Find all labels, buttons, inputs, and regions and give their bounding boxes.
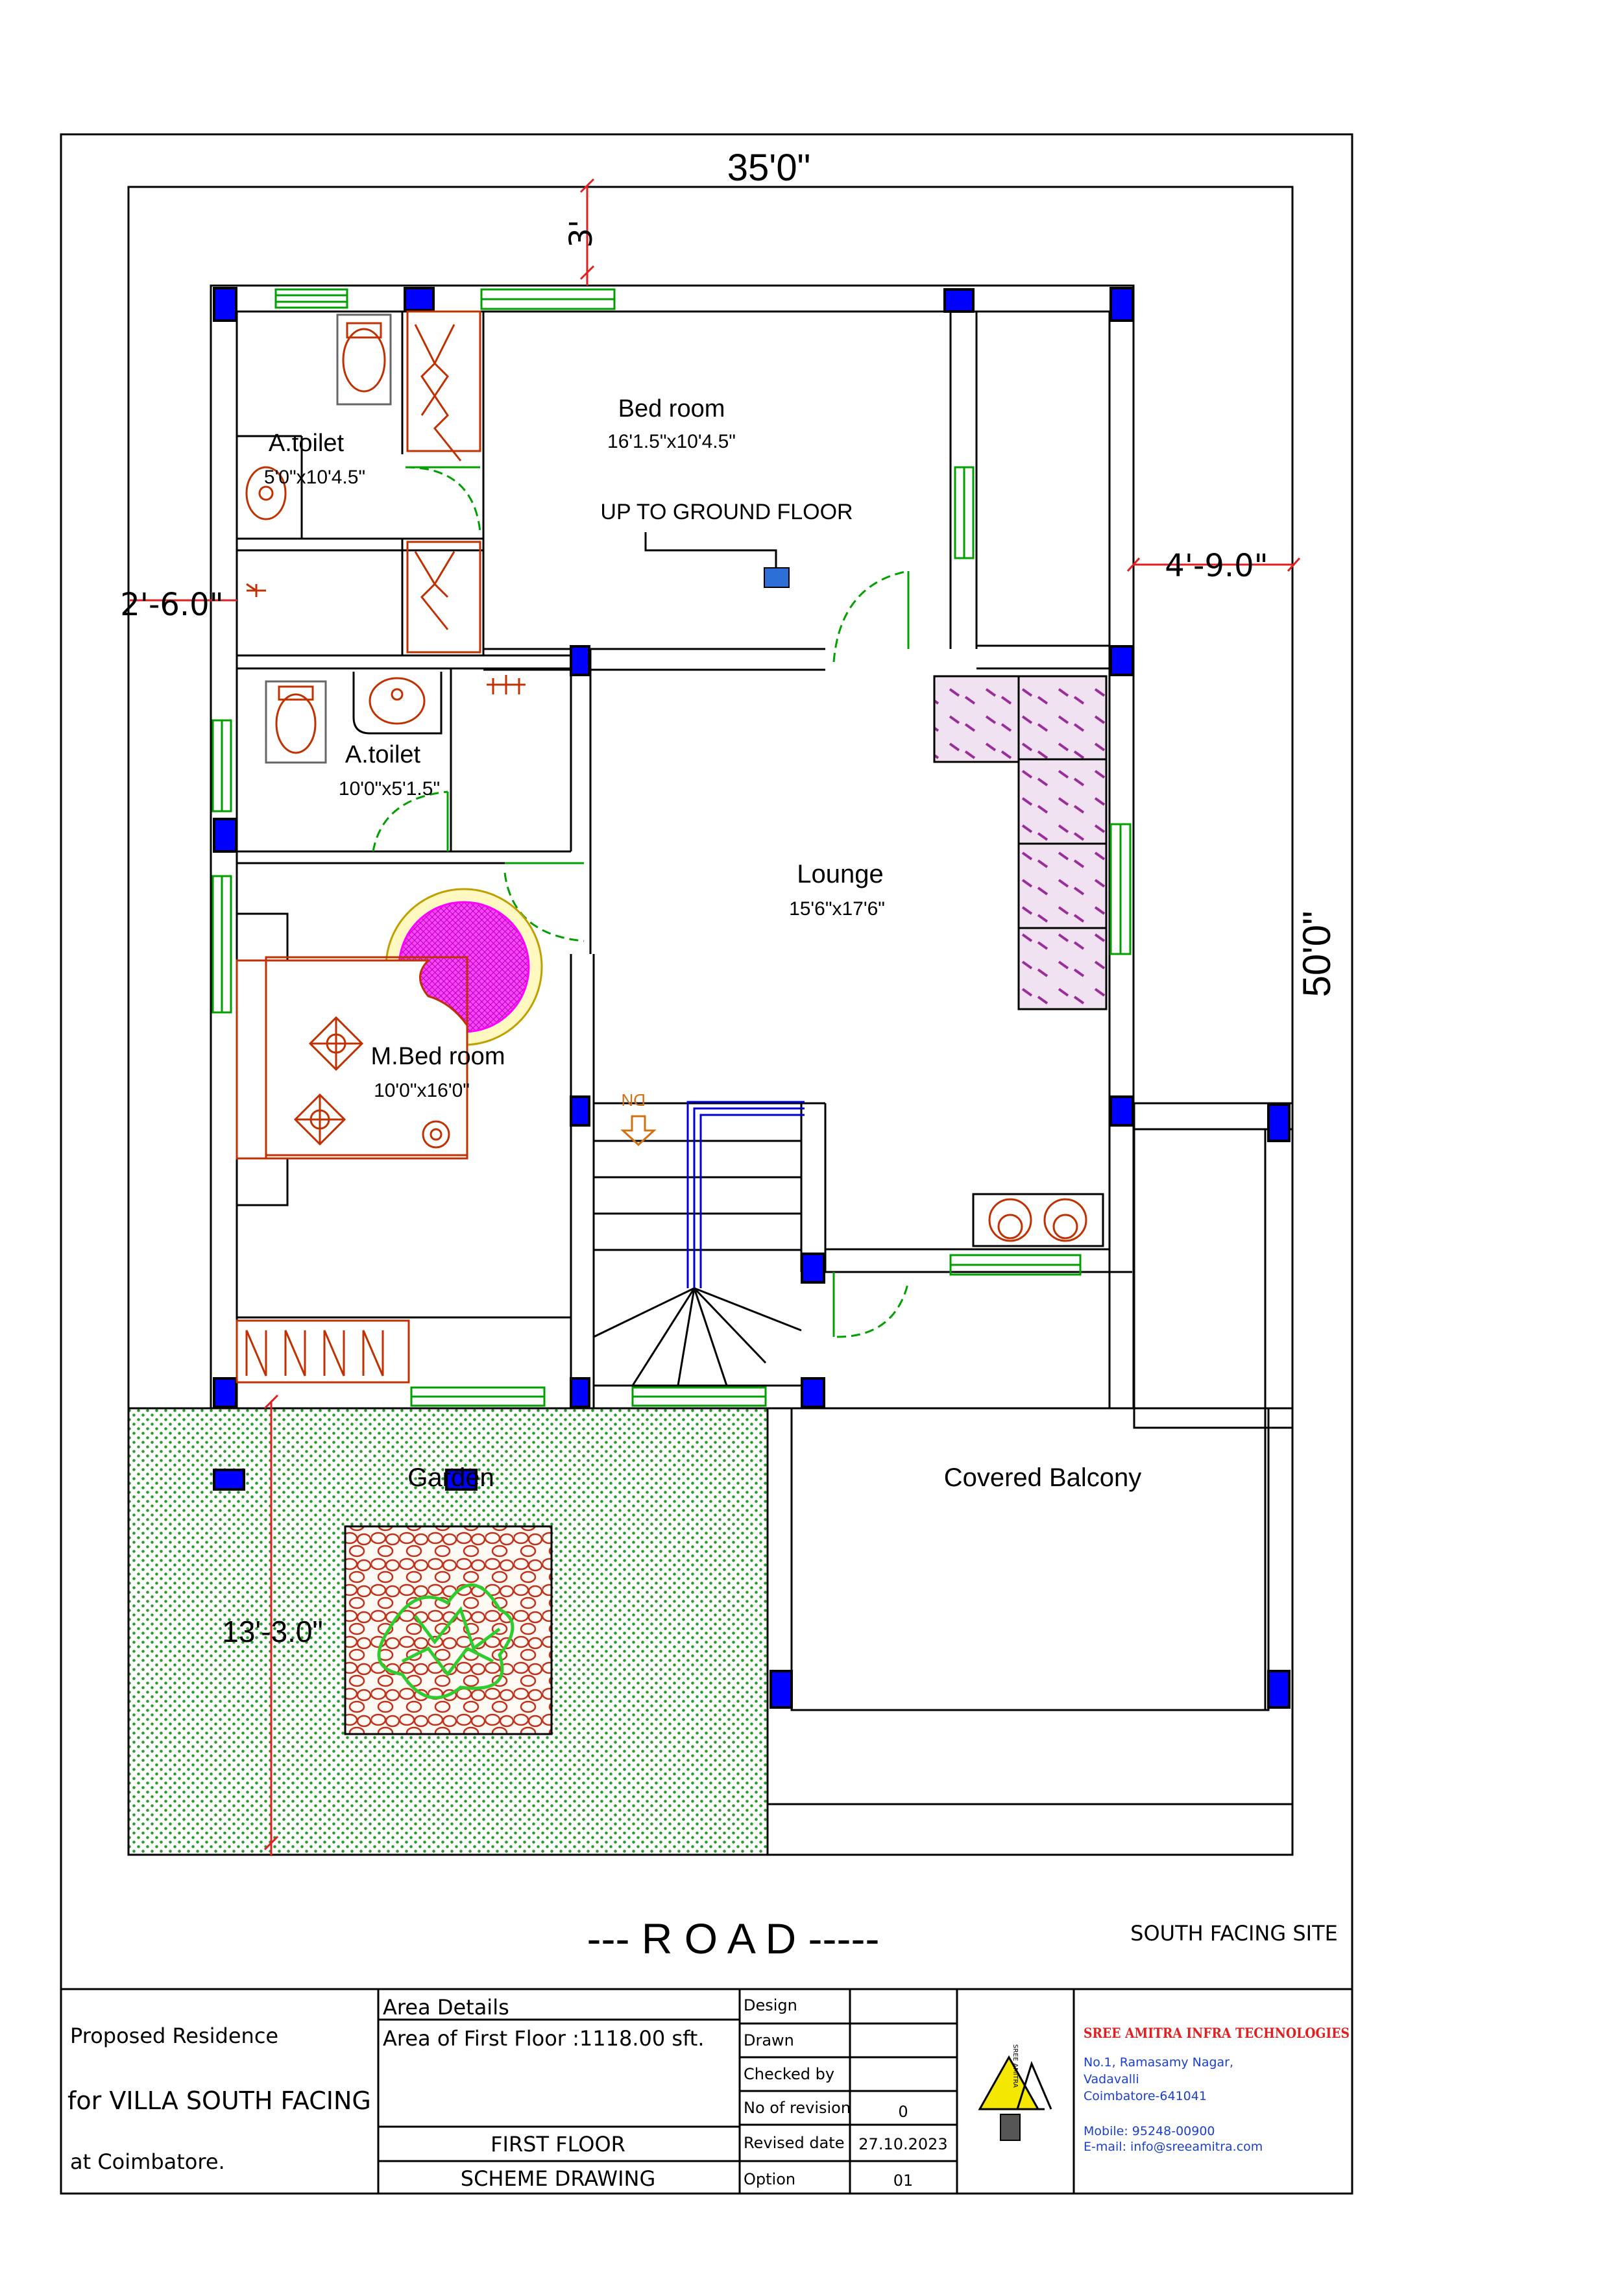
company-address-1: No.1, Ramasamy Nagar, <box>1084 2055 1233 2070</box>
garden-label: Garden <box>407 1463 494 1492</box>
windows <box>212 288 1132 1407</box>
walls <box>210 284 1135 1410</box>
toilet-fixtures <box>245 313 526 764</box>
stair-dn-label: DN <box>621 1090 646 1110</box>
lounge-tile-pattern <box>933 675 1108 1010</box>
bedroom-label: Bed room <box>618 395 725 422</box>
field-checked-label: Checked by <box>744 2065 834 2083</box>
pebble-bed <box>344 1525 553 1735</box>
front-setback-dimension: 3' <box>563 219 600 248</box>
company-email: E-mail: info@sreeamitra.com <box>1084 2140 1263 2154</box>
toilet1-size: 5'0"x10'4.5" <box>264 467 365 488</box>
area-value: Area of First Floor :1118.00 sft. <box>383 2026 705 2051</box>
field-revised-date-label: Revised date <box>744 2134 844 2152</box>
columns <box>213 287 1291 1709</box>
depth-dimension: 50'0" <box>1295 911 1339 997</box>
field-option-value: 01 <box>893 2171 914 2190</box>
toilet2-label: A.toilet <box>345 741 421 768</box>
stair-handrail <box>686 1101 805 1288</box>
field-drawn-label: Drawn <box>744 2031 794 2049</box>
drawing-type-label: SCHEME DRAWING <box>461 2166 655 2191</box>
company-mobile: Mobile: 95248-00900 <box>1084 2124 1215 2138</box>
covered-balcony <box>766 1102 1294 1805</box>
staircase <box>592 1140 802 1387</box>
floor-label: FIRST FLOOR <box>491 2132 625 2157</box>
company-logo <box>978 2055 1052 2141</box>
field-revision-label: No of revision <box>744 2099 851 2117</box>
road-label: --- R O A D ----- <box>587 1914 880 1962</box>
area-heading: Area Details <box>383 1995 509 2020</box>
shrub-icon <box>377 1583 515 1700</box>
project-line-3: at Coimbatore. <box>70 2149 225 2174</box>
side-gap-dimension: 4'-9.0" <box>1165 548 1268 584</box>
garden-depth-dimension: 13'-3.0" <box>222 1615 323 1648</box>
doors <box>372 466 910 1338</box>
lounge-label: Lounge <box>797 860 883 888</box>
toilet2-size: 10'0"x5'1.5" <box>339 778 440 800</box>
company-address-2: Vadavalli <box>1084 2072 1139 2086</box>
company-name: SREE AMITRA INFRA TECHNOLOGIES <box>1084 2025 1350 2041</box>
title-block-grid <box>61 1988 1352 2194</box>
dimension-lines <box>130 178 1301 1856</box>
project-line-2: for VILLA SOUTH FACING <box>67 2086 371 2115</box>
left-gap-dimension: 2'-6.0" <box>120 587 223 623</box>
field-revision-value: 0 <box>898 2103 908 2121</box>
site-facing-label: SOUTH FACING SITE <box>1130 1921 1338 1946</box>
lounge-size: 15'6"x17'6" <box>789 898 885 920</box>
field-design-label: Design <box>744 1996 797 2014</box>
lounge-chairs <box>972 1193 1104 1247</box>
leader-line <box>644 532 777 568</box>
bedroom-size: 16'1.5"x10'4.5" <box>607 431 736 452</box>
project-line-1: Proposed Residence <box>70 2023 278 2048</box>
wardrobes <box>236 310 481 1384</box>
logo-text: SREE AMITRA <box>1012 2044 1019 2088</box>
field-revised-date-value: 27.10.2023 <box>858 2135 947 2153</box>
toilet1-label: A.toilet <box>269 430 345 457</box>
up-to-ground-floor-note: UP TO GROUND FLOOR <box>600 500 853 524</box>
master-bedroom-size: 10'0"x16'0" <box>374 1080 470 1101</box>
company-address-3: Coimbatore-641041 <box>1084 2089 1207 2103</box>
width-dimension: 35'0" <box>727 147 810 189</box>
door-leaves <box>406 466 910 1337</box>
master-bedroom-label: M.Bed room <box>371 1043 505 1070</box>
sheet-border <box>60 133 1353 2195</box>
down-arrow-icon <box>620 1115 657 1147</box>
field-option-label: Option <box>744 2170 795 2188</box>
stair-access-marker <box>764 567 790 588</box>
balcony-label: Covered Balcony <box>944 1463 1142 1492</box>
master-bed-furniture <box>236 888 543 1206</box>
